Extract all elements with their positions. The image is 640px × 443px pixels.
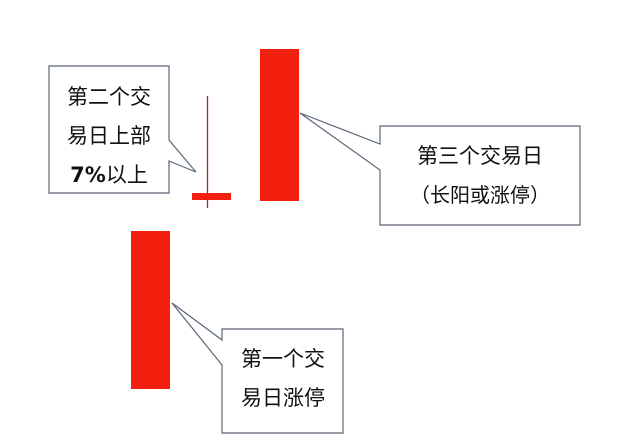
callout-day-3-line-1: 第三个交易日	[417, 144, 543, 168]
day-1-candle	[131, 231, 170, 389]
day-2-candle	[192, 96, 231, 208]
callout-day-3-bubble	[299, 112, 581, 226]
day-2-body	[192, 193, 231, 200]
day-3-candle	[260, 49, 299, 201]
callout-day-1: 第一个交 易日涨停	[171, 302, 344, 434]
callout-day-3-line-2: （长阳或涨停）	[410, 183, 550, 207]
callout-day-2-line-3-rest: 以上	[106, 163, 148, 187]
callout-day-1-bubble	[171, 302, 344, 434]
callout-day-2-line-1: 第二个交	[67, 85, 151, 109]
callout-day-2-percent: 7%	[70, 163, 106, 187]
callout-day-2: 第二个交 易日上部 7%以上	[48, 65, 197, 194]
callout-day-2-bubble	[48, 65, 197, 194]
callout-day-2-line-2: 易日上部	[67, 124, 151, 148]
callout-day-1-line-1: 第一个交	[241, 347, 325, 371]
callout-day-3: 第三个交易日 （长阳或涨停）	[299, 112, 581, 226]
callout-day-2-line-3: 7%以上	[70, 163, 148, 187]
callout-day-1-line-2: 易日涨停	[241, 386, 325, 410]
